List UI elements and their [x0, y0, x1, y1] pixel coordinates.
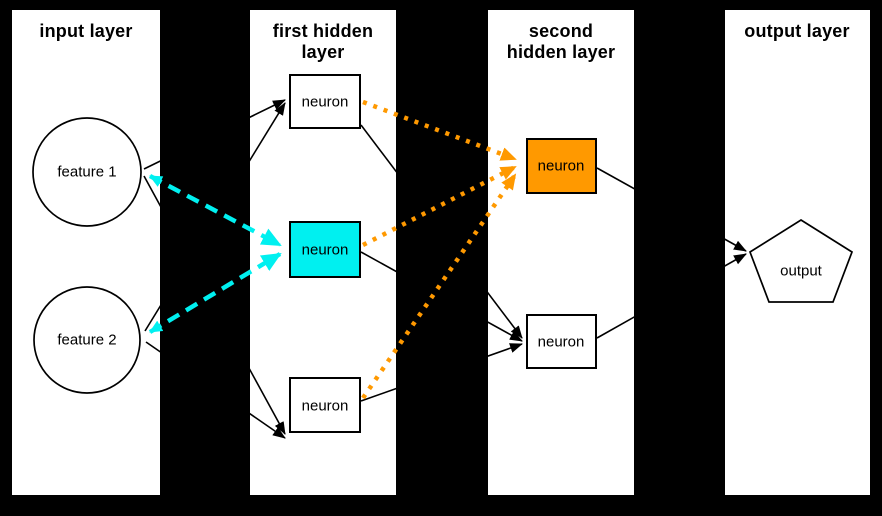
edge-cyan-feature2-h1n2 — [148, 252, 282, 334]
node-feature-2 — [33, 286, 141, 394]
panel-input-layer — [12, 10, 160, 495]
node-hidden1-neuron2-cyan — [289, 221, 361, 278]
edge-feature1-to-h1n1 — [143, 99, 286, 170]
node-hidden1-neuron1 — [289, 74, 361, 129]
feature-2-label: feature 2 — [57, 331, 117, 349]
first-hidden-layer-title-1: first hidden — [272, 21, 374, 41]
hidden1-neuron3-label: neuron — [301, 397, 349, 415]
hidden1-neuron1-label: neuron — [301, 93, 349, 111]
output-label: output — [780, 262, 822, 280]
edge-h2n2-to-output — [596, 253, 747, 339]
edge-cyan-feature1-h1n2 — [148, 174, 282, 247]
second-hidden-layer-title-1: second — [528, 21, 594, 41]
node-output-pentagon — [748, 218, 854, 303]
edge-orange-h1n1-h2n1 — [362, 99, 517, 162]
hidden1-neuron2-label: neuron — [301, 241, 349, 259]
edge-h1n3-to-h2n2 — [360, 343, 523, 402]
hidden2-neuron2-label: neuron — [537, 333, 585, 351]
feature-1-label: feature 1 — [57, 163, 117, 181]
node-feature-1 — [32, 117, 142, 227]
edge-feature2-to-h1n3 — [145, 341, 286, 439]
second-hidden-layer-title-2: hidden layer — [506, 42, 616, 62]
edge-h1n1-to-h2n2 — [360, 124, 523, 339]
input-layer-title: input layer — [39, 21, 133, 41]
edge-h1n2-to-h2n2 — [360, 251, 523, 342]
edge-h2n1-to-output — [596, 167, 747, 252]
node-hidden1-neuron3 — [289, 377, 361, 433]
node-hidden2-neuron1-orange — [526, 138, 597, 194]
first-hidden-layer-title-2: layer — [301, 42, 345, 62]
hidden2-neuron1-label: neuron — [537, 157, 585, 175]
edge-orange-h1n3-h2n1 — [361, 173, 517, 400]
node-hidden2-neuron2 — [526, 314, 597, 369]
output-layer-title: output layer — [744, 21, 850, 41]
panel-second-hidden-layer — [488, 10, 634, 495]
